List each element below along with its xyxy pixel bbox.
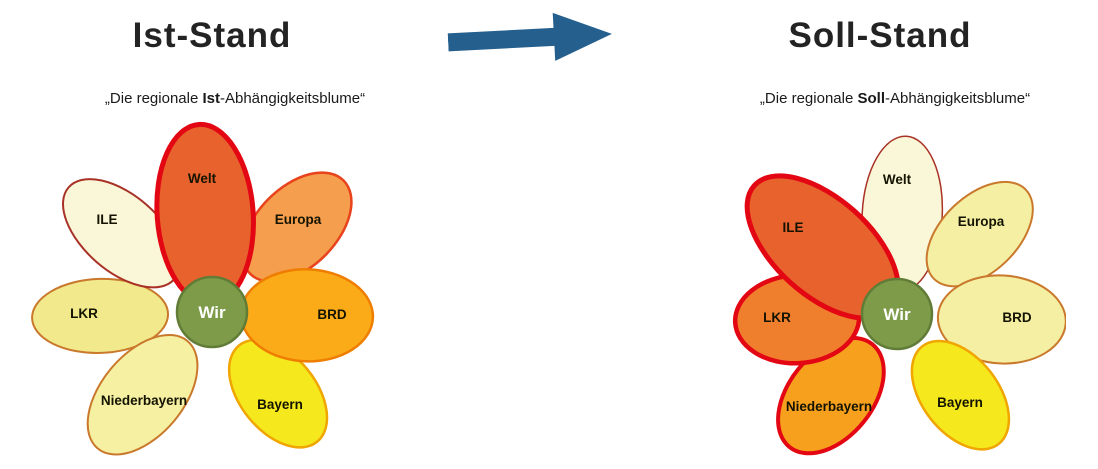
ist-subtitle-keyword: Ist — [202, 90, 220, 107]
petal-label-bayern: Bayern — [257, 397, 303, 412]
ist-subtitle-prefix: „Die regionale — [104, 90, 203, 107]
center-label: Wir — [198, 303, 226, 322]
petal-label-europa: Europa — [958, 214, 1005, 229]
transition-arrow-icon — [447, 12, 612, 61]
center-label: Wir — [883, 305, 911, 324]
soll-subtitle-prefix: „Die regionale — [759, 90, 858, 107]
petal-label-niederbayern: Niederbayern — [101, 393, 187, 408]
petal-label-ile: ILE — [782, 220, 803, 235]
petal-bayern — [227, 338, 329, 449]
soll-subtitle: „Die regionale Soll-Abhängigkeitsblume“ — [695, 90, 1095, 107]
soll-title: Soll-Stand — [788, 16, 972, 55]
petal-label-europa: Europa — [275, 212, 322, 227]
petal-brd — [936, 274, 1066, 365]
petal-niederbayern — [776, 335, 886, 456]
petal-europa — [925, 180, 1034, 288]
petal-lkr — [31, 277, 170, 354]
petal-label-brd: BRD — [317, 307, 346, 322]
ist-subtitle-suffix: -Abhängigkeitsblume“ — [220, 90, 366, 107]
petal-europa — [241, 171, 353, 283]
petal-label-brd: BRD — [1002, 310, 1031, 325]
petal-label-lkr: LKR — [763, 310, 791, 325]
ist-subtitle: „Die regionale Ist-Abhängigkeitsblume“ — [35, 90, 435, 107]
soll-subtitle-suffix: -Abhängigkeitsblume“ — [885, 90, 1031, 107]
petal-label-ile: ILE — [96, 212, 117, 227]
petal-label-welt: Welt — [188, 171, 217, 186]
center-circle — [175, 275, 249, 349]
arrow-shape — [447, 12, 612, 61]
ist-title: Ist-Stand — [132, 16, 292, 55]
petal-niederbayern — [86, 333, 199, 456]
petal-label-niederbayern: Niederbayern — [786, 399, 872, 414]
center-circle — [860, 277, 934, 351]
petal-label-bayern: Bayern — [937, 395, 983, 410]
soll-subtitle-keyword: Soll — [857, 90, 885, 107]
petal-bayern — [910, 339, 1011, 451]
petal-label-lkr: LKR — [70, 306, 98, 321]
petal-label-welt: Welt — [883, 172, 912, 187]
